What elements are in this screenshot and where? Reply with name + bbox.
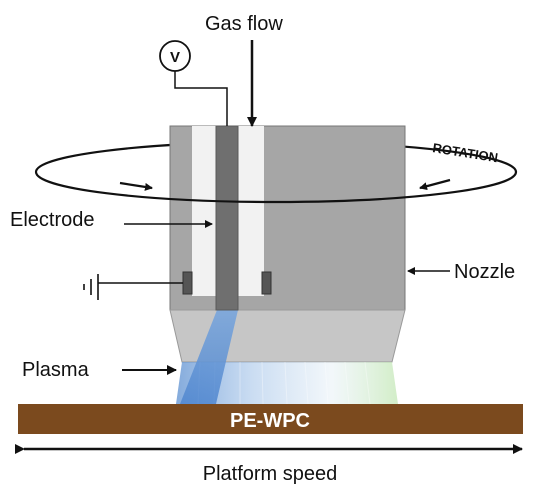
electrode-label: Electrode — [10, 209, 95, 231]
voltmeter-symbol: V — [170, 49, 180, 66]
voltmeter-wire — [174, 71, 228, 126]
ground-symbol-icon — [83, 274, 183, 300]
ground-electrode-left — [182, 271, 193, 295]
rotation-arrow-right — [419, 178, 451, 191]
rotation-ellipse-front — [34, 171, 518, 204]
plasma-beam — [180, 310, 238, 404]
platform-speed-label: Platform speed — [203, 463, 338, 485]
substrate-label: PE-WPC — [230, 410, 310, 432]
rotation-label: ROTATION — [432, 140, 499, 165]
plasma-label: Plasma — [22, 359, 90, 381]
ground-electrode-right — [261, 271, 272, 295]
gas-flow-label: Gas flow — [205, 13, 283, 35]
electrode-rod — [215, 125, 239, 311]
nozzle-label: Nozzle — [454, 261, 515, 283]
substrate-pe-wpc — [18, 404, 523, 434]
rotation-arrow-left — [119, 181, 153, 191]
plasma-plume — [176, 362, 398, 404]
